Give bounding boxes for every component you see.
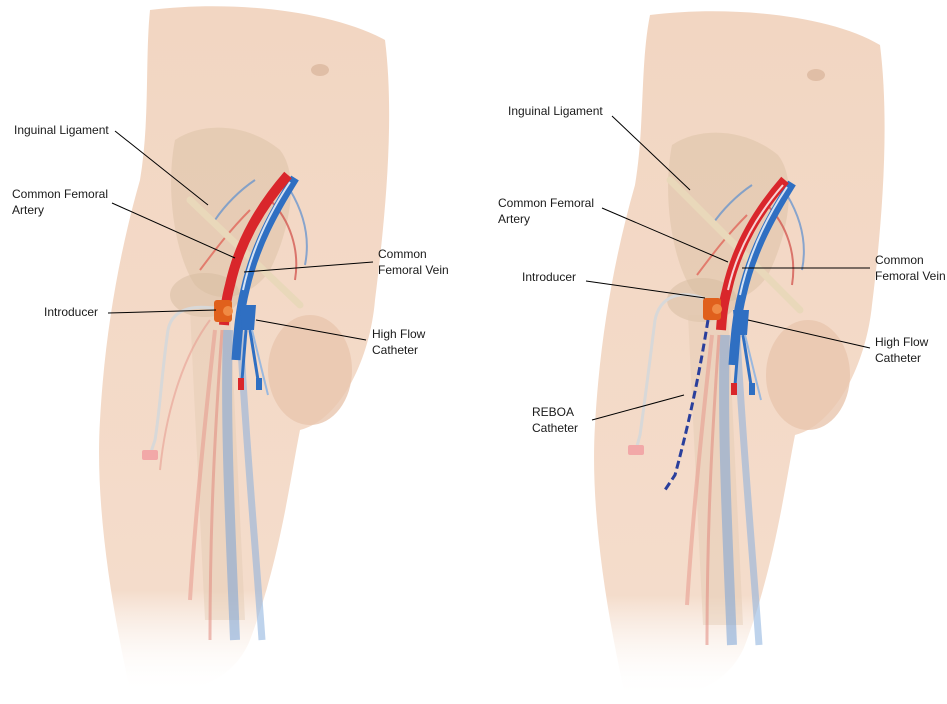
right-label-vein-line2: Femoral Vein (875, 269, 946, 283)
left-label-artery-line1: Common Femoral (12, 187, 108, 201)
right-label-high-flow-line1: High Flow (875, 335, 929, 349)
left-figure (99, 6, 389, 693)
right-label-reboa-line2: Catheter (532, 421, 578, 435)
right-label-artery-line2: Artery (498, 212, 530, 226)
right-groin-shadow (766, 320, 850, 430)
right-stopcock (628, 445, 644, 455)
right-label-vein-line1: Common (875, 253, 924, 267)
left-label-inguinal-ligament: Inguinal Ligament (14, 123, 109, 137)
right-label-artery-line1: Common Femoral (498, 196, 594, 210)
right-figure (594, 11, 885, 698)
left-label-vein-line2: Femoral Vein (378, 263, 449, 277)
right-umbilicus (807, 69, 825, 81)
left-stopcock (142, 450, 158, 460)
left-label-high-flow-line2: Catheter (372, 343, 418, 357)
right-high-flow-hub (733, 310, 749, 335)
left-label-artery-line2: Artery (12, 203, 44, 217)
left-label-vein-line1: Common (378, 247, 427, 261)
left-introducer-hub (223, 306, 233, 316)
right-label-inguinal-ligament: Inguinal Ligament (508, 104, 603, 118)
right-label-reboa-line1: REBOA (532, 405, 574, 419)
left-label-introducer: Introducer (44, 305, 98, 319)
right-label-high-flow-line2: Catheter (875, 351, 921, 365)
left-groin-shadow (268, 315, 352, 425)
left-umbilicus (311, 64, 329, 76)
left-label-high-flow-line1: High Flow (372, 327, 426, 341)
right-introducer-hub (712, 304, 722, 314)
left-high-flow-hub (240, 305, 256, 330)
right-label-introducer: Introducer (522, 270, 576, 284)
